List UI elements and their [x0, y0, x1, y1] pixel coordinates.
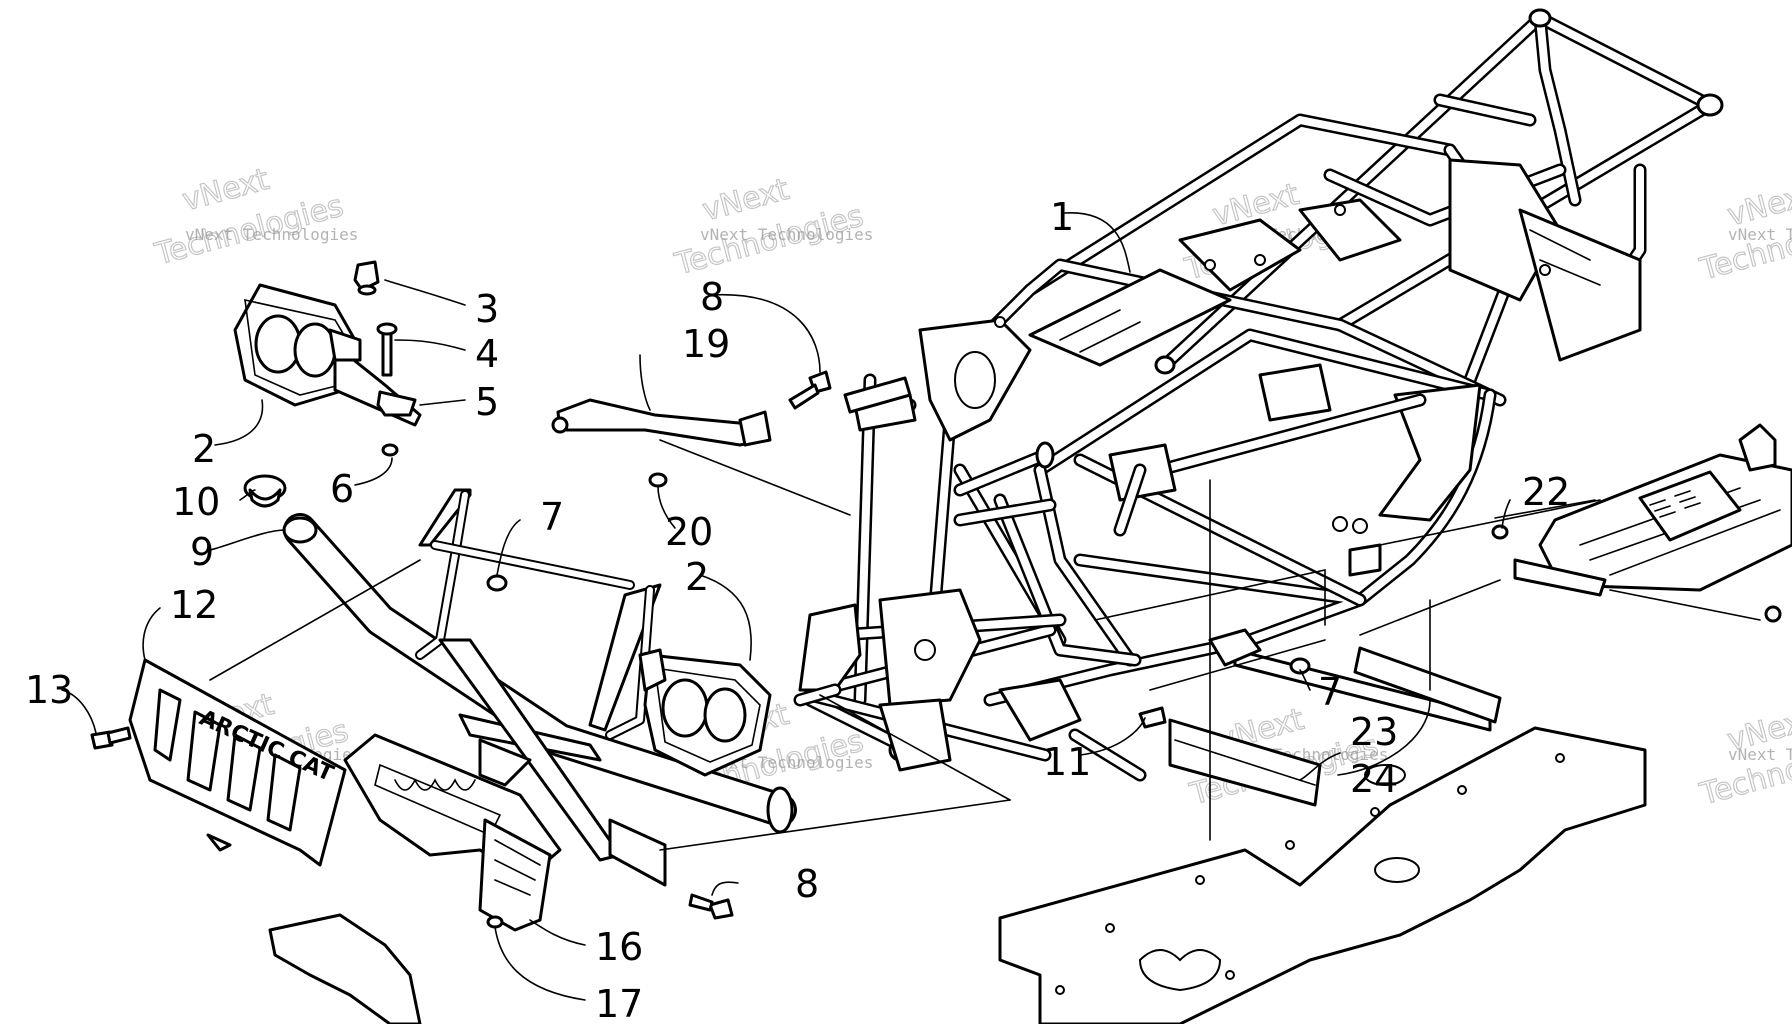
callout-7-right: 7 — [1318, 670, 1342, 714]
callout-6: 6 — [330, 467, 354, 511]
callout-8-bottom: 8 — [795, 862, 819, 906]
callout-11: 11 — [1043, 740, 1091, 784]
callout-7-left: 7 — [540, 495, 564, 539]
callout-1: 1 — [1050, 195, 1074, 239]
callout-4: 4 — [475, 332, 499, 376]
callout-19: 19 — [682, 322, 730, 366]
fasteners — [90, 260, 1509, 929]
callout-10: 10 — [172, 480, 220, 524]
watermark-1: vNext Technologies — [150, 161, 347, 273]
callout-13: 13 — [25, 668, 73, 712]
callout-22: 22 — [1522, 470, 1570, 514]
watermark-4: vNext Technologies — [1695, 176, 1792, 288]
bumper-cover — [343, 733, 562, 932]
callout-9: 9 — [190, 530, 214, 574]
headlight-right — [638, 648, 772, 777]
leader-lines — [61, 212, 1761, 1001]
callout-20: 20 — [665, 510, 713, 554]
watermark-small: vNext Technologies — [185, 225, 358, 244]
callout-8-top: 8 — [700, 275, 724, 319]
front-bumper — [268, 488, 797, 1024]
callout-12: 12 — [170, 583, 218, 627]
callout-24: 24 — [1350, 757, 1398, 801]
callout-23: 23 — [1350, 710, 1398, 754]
main-frame — [793, 8, 1724, 807]
footrest — [1513, 423, 1792, 623]
watermark-2: vNext Technologies — [670, 171, 867, 283]
callout-16: 16 — [595, 925, 643, 969]
watermark-small: vNext Technologies — [1728, 745, 1792, 764]
callout-17: 17 — [595, 982, 643, 1024]
watermark-small: vNext Technologies — [700, 225, 873, 244]
front-grille: ARCTIC CAT — [128, 658, 347, 867]
callouts: 1 2 2 3 4 5 6 7 7 8 8 9 10 11 12 13 16 1… — [25, 195, 1570, 1024]
callout-2-right: 2 — [685, 555, 709, 599]
callout-3: 3 — [475, 287, 499, 331]
watermark-small: vNext Technologies — [1728, 225, 1792, 244]
headlight-left — [233, 283, 422, 427]
callout-5: 5 — [475, 380, 499, 424]
callout-2-left: 2 — [192, 427, 216, 471]
skid-plate — [998, 726, 1647, 1024]
